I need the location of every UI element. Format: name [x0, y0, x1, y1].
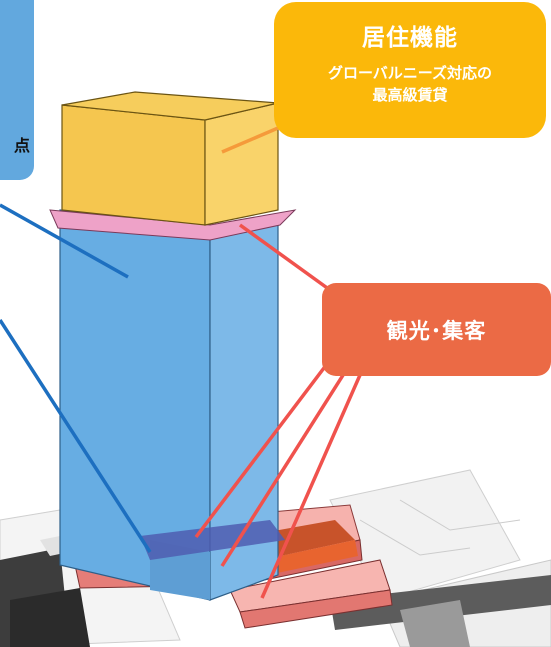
- leader-line-tourism-3: [220, 371, 347, 567]
- leader-line-left-2: [0, 319, 152, 553]
- leader-line-tourism-4: [260, 374, 362, 599]
- leader-line-residential: [221, 123, 286, 154]
- leader-line-tourism-1: [238, 223, 332, 292]
- callout-tourism-title: 観光･集客: [386, 318, 487, 343]
- callout-office: 点: [0, 0, 34, 180]
- leader-line-tourism-2: [194, 358, 332, 539]
- leader-lines: [0, 123, 362, 599]
- sky-lobby-band: [49, 209, 297, 241]
- leader-line-left-1: [0, 203, 129, 279]
- callout-residential-title: 居住機能: [362, 25, 458, 51]
- callout-tourism: 観光･集客: [322, 283, 551, 376]
- callout-residential-line2: 最高級賃貸: [372, 86, 448, 104]
- residential-block: [61, 91, 279, 226]
- callout-residential: 居住機能 グローバルニーズ対応の 最高級賃貸: [274, 2, 546, 138]
- office-block: [59, 209, 285, 601]
- callout-residential-line1: グローバルニーズ対応の: [327, 64, 493, 82]
- callout-office-text-fragment: 点: [13, 136, 30, 155]
